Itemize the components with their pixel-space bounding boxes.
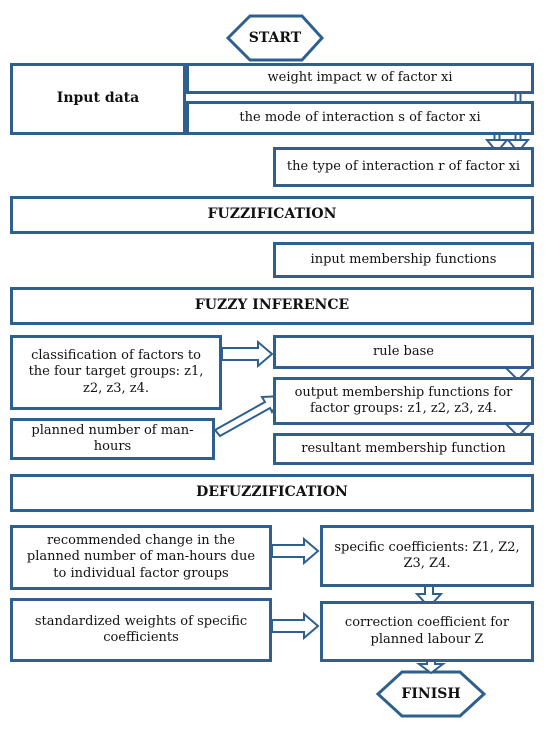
planned-manhours-box: planned number of man-hours	[10, 418, 215, 460]
start-terminal	[225, 14, 325, 62]
resultant-membership-box: resultant membership function	[273, 433, 534, 465]
start-label: START	[248, 30, 302, 46]
standardized-weights-box: standardized weights of specific coeffic…	[10, 598, 272, 662]
finish-terminal	[375, 670, 487, 718]
arrow-manhours-to-output	[213, 394, 284, 438]
input-data-box: Input data	[10, 63, 186, 135]
recommended-change-box: recommended change in the planned number…	[10, 525, 272, 590]
type-interaction-text: the type of interaction r of factor xi	[286, 158, 521, 174]
mode-interaction-text: the mode of interaction s of factor xi	[239, 109, 481, 125]
finish-label: FINISH	[401, 686, 461, 702]
mode-interaction-box: the mode of interaction s of factor xi	[186, 101, 534, 135]
arrow-standardized-to-correction	[271, 611, 320, 641]
output-membership-box: output membership functions for factor g…	[273, 377, 534, 425]
arrow-mode-to-type	[484, 132, 510, 154]
defuzzification-box: DEFUZZIFICATION	[10, 474, 534, 512]
fuzzy-inference-box: FUZZY INFERENCE	[10, 287, 534, 325]
weight-impact-box: weight impact w of factor xi	[186, 63, 534, 94]
classification-box: classification of factors to the four ta…	[10, 335, 222, 410]
type-interaction-box: the type of interaction r of factor xi	[273, 147, 534, 187]
input-membership-box: input membership functions	[273, 242, 534, 278]
specific-coefficients-box: specific coefficients: Z1, Z2, Z3, Z4.	[320, 525, 534, 587]
arrow-classification-to-rulebase	[221, 339, 274, 369]
arrow-recommended-to-specific	[271, 536, 320, 566]
fuzzification-box: FUZZIFICATION	[10, 196, 534, 234]
rule-base-box: rule base	[273, 335, 534, 369]
correction-coefficient-box: correction coefficient for planned labou…	[320, 601, 534, 662]
weight-impact-text: weight impact w of factor xi	[267, 70, 453, 86]
